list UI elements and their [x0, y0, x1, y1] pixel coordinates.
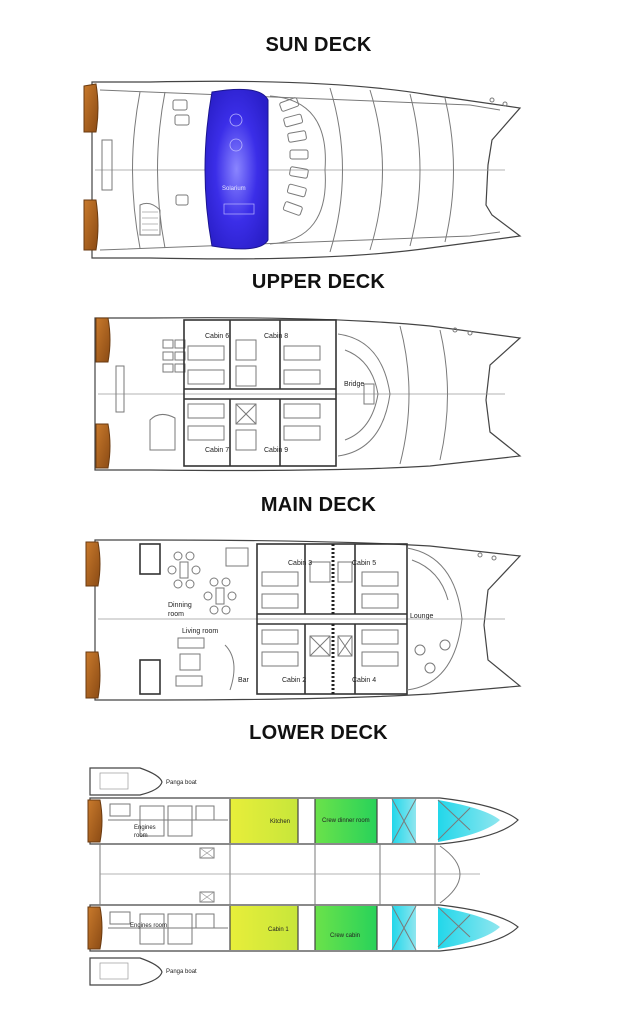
cabin-7-label: Cabin 7	[205, 447, 229, 454]
panga-boat-bottom-label: Panga boat	[166, 969, 197, 975]
solarium-label: Solarium	[222, 186, 246, 192]
bridge-label: Bridge	[344, 381, 364, 388]
cabin-3-label: Cabin 3	[288, 560, 312, 567]
cabin-1-label: Cabin 1	[268, 927, 289, 933]
stern-wood-top	[87, 799, 103, 843]
engines-bottom-label: Engines room	[130, 923, 167, 929]
cabin-2-label: Cabin 2	[282, 677, 306, 684]
cabin-6-label: Cabin 6	[205, 333, 229, 340]
living-room-label: Living room	[182, 628, 218, 635]
lounge-label: Lounge	[410, 613, 433, 620]
upper-deck-plan: Bridge Cabin 6 Cabin 8	[94, 317, 522, 472]
stern-wood-top	[85, 541, 101, 587]
crew-cabin-zone	[315, 906, 377, 950]
main-deck-title: MAIN DECK	[260, 494, 377, 516]
cabin-1-zone	[230, 906, 298, 950]
kitchen-zone	[230, 799, 298, 843]
engines-top-label-2: room	[134, 833, 148, 839]
crew-dinner-zone	[315, 799, 377, 843]
lower-deck-plan: Panga boat Panga boat Engines room	[87, 767, 519, 986]
bow-zone-top-2	[438, 800, 500, 842]
stern-wood-top	[83, 83, 99, 133]
panga-boat-bottom	[89, 957, 163, 986]
lower-deck-title: LOWER DECK	[249, 722, 388, 744]
bow-zone-bottom-2	[438, 907, 500, 949]
panga-boat-top-label: Panga boat	[166, 780, 197, 786]
panga-boat-top	[89, 767, 163, 796]
stern-wood-bottom	[87, 906, 103, 950]
stern-wood-bottom	[83, 199, 99, 251]
crew-dinner-label: Crew dinner room	[322, 818, 370, 824]
cabin-9-label: Cabin 9	[264, 447, 288, 454]
upper-deck-title: UPPER DECK	[251, 271, 386, 293]
cabin-5-label: Cabin 5	[352, 560, 376, 567]
cabin-4-label: Cabin 4	[352, 677, 376, 684]
stern-wood-top	[95, 317, 111, 363]
sun-loungers	[269, 95, 326, 245]
engines-top-label-1: Engines	[134, 825, 156, 831]
sun-deck-plan: Solarium	[83, 80, 522, 260]
kitchen-label: Kitchen	[270, 819, 290, 825]
stern-wood-bottom	[85, 651, 101, 699]
stern-wood-bottom	[95, 423, 111, 469]
solarium-area	[204, 88, 269, 250]
bar-label: Bar	[238, 677, 250, 684]
main-deck-plan: Dinning room Living room Bar	[85, 539, 522, 701]
dinning-label: Dinning	[168, 602, 192, 609]
sun-deck-title: SUN DECK	[265, 34, 372, 56]
dinning-room-label: room	[168, 611, 184, 618]
crew-cabin-label: Crew cabin	[330, 933, 360, 939]
cabin-8-label: Cabin 8	[264, 333, 288, 340]
